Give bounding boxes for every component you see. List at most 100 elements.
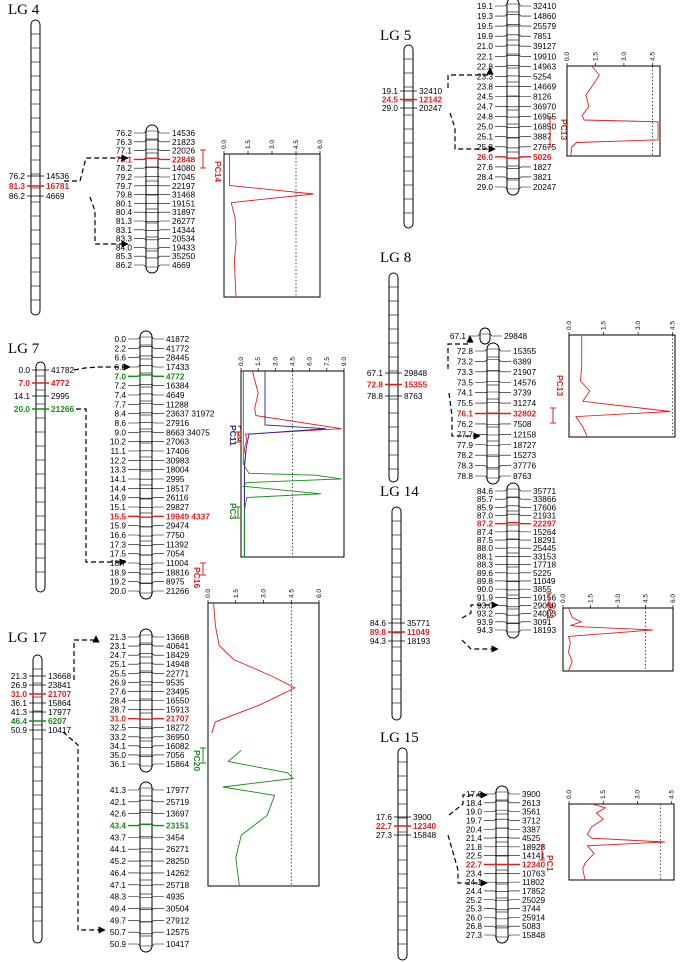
lg8-chrom-marker: 29848 bbox=[404, 368, 427, 378]
lg15-detail-marker: 2613 bbox=[522, 798, 541, 808]
lg5-chrom-position: 19.1 bbox=[382, 86, 399, 96]
lg7-detail-marker: 41772 bbox=[166, 343, 189, 353]
lg17-chrom-marker: 6207 bbox=[48, 716, 67, 726]
lg14-detail-connector bbox=[495, 539, 531, 541]
lg7-detail-connector bbox=[128, 497, 164, 499]
lg17-detail-marker: 36950 bbox=[166, 732, 189, 742]
lg14-detail-position: 85.9 bbox=[477, 502, 494, 512]
lg14-detail-position: 89.8 bbox=[477, 576, 494, 586]
lg14-detail-connector bbox=[495, 580, 531, 582]
lg5-detail-marker: 39127 bbox=[533, 41, 556, 51]
lg17-detail-marker: 18272 bbox=[166, 723, 189, 733]
lg5-detail-connector bbox=[495, 166, 531, 169]
lg8-detail-position: 73.5 bbox=[457, 377, 474, 387]
lg15-detail-position: 17.6 bbox=[466, 789, 483, 799]
lg8-detail-marker: 15273 bbox=[513, 450, 536, 460]
lg17-detail-marker: 23495 bbox=[166, 686, 189, 696]
lg7-detail-marker: 2995 bbox=[166, 474, 185, 484]
lg8-title: LG 8 bbox=[380, 250, 411, 266]
lg15-detail-position: 22.5 bbox=[466, 851, 483, 861]
lg17-chrom-position: 41.3 bbox=[11, 707, 28, 717]
lg15-detail-connector bbox=[484, 925, 520, 929]
lg17-detail-connector bbox=[128, 763, 164, 767]
lg4-chrom-bar bbox=[30, 19, 41, 316]
lg7-detail-connector bbox=[128, 346, 164, 349]
lg15-detail-marker: 25914 bbox=[522, 912, 545, 922]
lg4-detail-marker: 26277 bbox=[172, 216, 195, 226]
lg8-detail-top-bar bbox=[479, 327, 491, 345]
lg17-detail2-marker: 25718 bbox=[166, 880, 189, 890]
lg7-plot-lod-curve bbox=[242, 371, 342, 557]
lg17-lower-arrow bbox=[62, 731, 106, 934]
lg8-chrom-position: 78.8 bbox=[367, 391, 384, 401]
lg5-plot-axis-label: 4.5 bbox=[649, 52, 656, 61]
lg17-detail-position: 26.9 bbox=[110, 677, 127, 687]
lg14-detail-position: 91.9 bbox=[477, 592, 494, 602]
lg17-detail-position: 28.7 bbox=[110, 705, 127, 715]
lg7-detail-connector bbox=[128, 393, 164, 396]
lg15-detail-connector bbox=[484, 890, 520, 892]
lg4-detail-marker: 22197 bbox=[172, 181, 195, 191]
lg7-plot-axis-label: 0.0 bbox=[238, 357, 245, 366]
lg14-detail-position: 90.0 bbox=[477, 584, 494, 594]
qtl-label-pc3: PC3 bbox=[228, 503, 238, 520]
lg14-detail-connector bbox=[495, 530, 531, 533]
lg5-detail-marker: 5026 bbox=[533, 152, 552, 162]
lg17-detail2-marker: 17977 bbox=[166, 785, 189, 795]
lg14-detail-bar bbox=[506, 482, 520, 639]
lg17-chrom-position: 21.3 bbox=[11, 671, 28, 681]
lg15-detail-position: 19.0 bbox=[466, 807, 483, 817]
lg5-detail-connector bbox=[495, 13, 531, 17]
lg4-plot-axis-label: 3.0 bbox=[269, 140, 276, 149]
lg14-detail-marker: 33866 bbox=[533, 494, 556, 504]
lg14-chrom-marker: 35771 bbox=[407, 618, 430, 628]
lg17-detail2-connector bbox=[128, 787, 164, 791]
lg7-detail-connector bbox=[128, 422, 164, 424]
lg7-detail-marker: 21266 bbox=[166, 586, 189, 596]
lg5-detail-marker: 36970 bbox=[533, 102, 556, 112]
lg5-detail-position: 19.3 bbox=[477, 11, 494, 21]
lg4-detail-marker: 4669 bbox=[172, 260, 191, 270]
lg17-detail-marker: 15864 bbox=[166, 759, 189, 769]
lg4-chrom-position: 76.2 bbox=[9, 171, 26, 181]
lg14-detail-position: 87.0 bbox=[477, 511, 494, 521]
lg17-detail-position: 32.5 bbox=[110, 723, 127, 733]
lg5-plot-lod-curve bbox=[570, 65, 659, 157]
lg17-detail-connector bbox=[128, 662, 164, 665]
lg15-detail-position: 26.0 bbox=[466, 912, 483, 922]
lg5-chrom-marker: 20247 bbox=[419, 103, 442, 113]
lg15-chrom-marker: 12340 bbox=[413, 821, 436, 831]
lg5-detail-marker: 19910 bbox=[533, 51, 556, 61]
lg7-detail-position: 7.4 bbox=[114, 390, 126, 400]
lg7-detail-marker: 27916 bbox=[166, 418, 189, 428]
lg4-upper-arrow bbox=[64, 154, 129, 182]
lg7-title: LG 7 bbox=[8, 341, 40, 357]
lg17-detail-marker: 21707 bbox=[166, 714, 189, 724]
lg7-plot-axis-label: 6.0 bbox=[307, 357, 314, 366]
lg5-detail-position: 23.8 bbox=[477, 81, 494, 91]
lg8-detail-marker: 12158 bbox=[513, 429, 536, 439]
lg14-detail-position: 93.9 bbox=[477, 617, 494, 627]
lg17-upper-arrow bbox=[73, 635, 100, 680]
lg17-detail2-position: 50.9 bbox=[110, 939, 127, 949]
lg8-plot-axis-label: 0.0 bbox=[566, 321, 573, 330]
lg14-chrom-marker: 11049 bbox=[407, 627, 430, 637]
lg7-detail-marker: 11288 bbox=[166, 399, 189, 409]
lg17-plot-frame bbox=[207, 602, 320, 887]
lg7-detail-connector bbox=[128, 562, 164, 565]
lg8-detail-position: 73.2 bbox=[457, 356, 474, 366]
lg14-detail-connector bbox=[495, 605, 531, 608]
lg17-chrom-position: 36.1 bbox=[11, 698, 28, 708]
lg5-detail-position: 24.5 bbox=[477, 92, 494, 102]
lg8-detail-connector bbox=[475, 465, 511, 468]
lg8-detail-connector bbox=[475, 359, 511, 362]
lg17-chrom-position: 26.9 bbox=[11, 680, 28, 690]
lg17-detail-marker: 16082 bbox=[166, 741, 189, 751]
qtl-label-pc14: PC14 bbox=[213, 161, 223, 183]
lg14-ci-bracket bbox=[546, 592, 552, 607]
lg17-plot-axis-label: 0.0 bbox=[205, 589, 212, 598]
lg7-detail-position: 15.1 bbox=[110, 502, 127, 512]
lg8-plot-axis-label: 4.5 bbox=[670, 321, 677, 330]
lg5-detail-marker: 3821 bbox=[533, 172, 552, 182]
lg17-detail2-connector bbox=[128, 896, 164, 898]
